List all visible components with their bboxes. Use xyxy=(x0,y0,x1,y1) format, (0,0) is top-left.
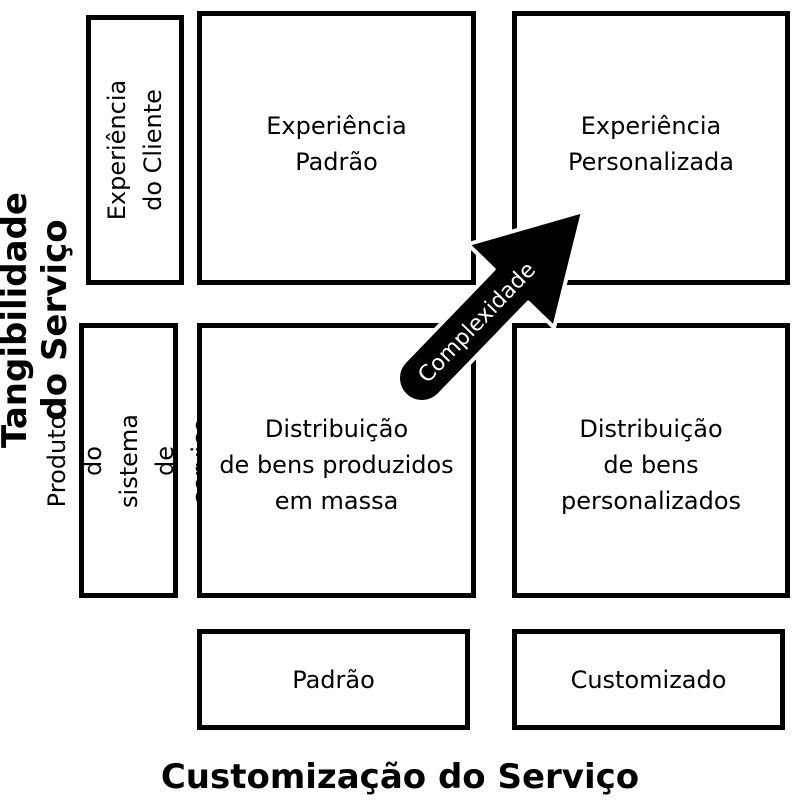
cell-standard-experience-text: Experiência Padrão xyxy=(266,112,407,176)
column-label-standard-text: Padrão xyxy=(292,665,375,694)
cell-standard-experience: Experiência Padrão xyxy=(197,11,476,285)
column-label-customized-text: Customizado xyxy=(570,665,727,694)
cell-personalized-experience: Experiência Personalizada xyxy=(512,11,790,285)
row-label-customer-experience: Experiência do Cliente xyxy=(86,15,184,285)
column-label-standard: Padrão xyxy=(197,629,470,730)
x-axis-title: Customização do Serviço xyxy=(160,757,640,797)
cell-personalized-goods-distribution: Distribuição de bens personalizados xyxy=(512,323,790,598)
complexity-arrow-shape xyxy=(396,209,586,404)
complexity-arrow-label: Complexidade xyxy=(414,258,541,389)
row-label-service-system-product: Produto do sistema de serviço xyxy=(43,323,215,598)
column-label-customized: Customizado xyxy=(512,629,785,730)
cell-mass-produced-distribution-text: Distribuição de bens produzidos em massa xyxy=(219,414,454,515)
cell-personalized-experience-text: Experiência Personalizada xyxy=(568,112,734,176)
cell-personalized-goods-distribution-text: Distribuição de bens personalizados xyxy=(560,414,742,515)
